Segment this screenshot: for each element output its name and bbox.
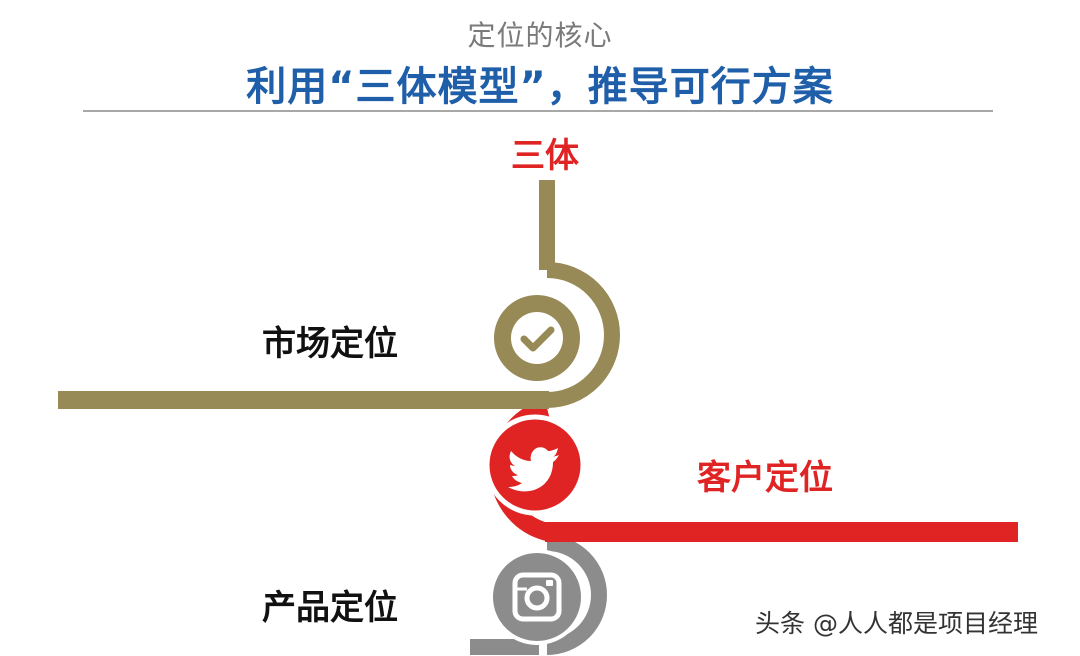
market-track: [58, 180, 620, 409]
source-watermark: 头条 @人人都是项目经理: [755, 609, 1038, 638]
customer-node: [484, 414, 586, 516]
instagram-camera-icon: [512, 572, 562, 622]
product-track: [470, 535, 607, 655]
three-body-label: 三体: [511, 136, 579, 176]
product-node: [489, 549, 585, 645]
title-divider: [83, 110, 993, 112]
product-positioning-label: 产品定位: [262, 588, 398, 628]
twitter-bird-icon: [508, 447, 559, 492]
slide-title: 利用“三体模型”，推导可行方案: [246, 64, 834, 110]
market-node: [490, 291, 584, 385]
check-icon: [511, 312, 563, 364]
customer-positioning-label: 客户定位: [697, 458, 833, 498]
market-positioning-label: 市场定位: [262, 324, 398, 364]
slide-subtitle: 定位的核心: [467, 19, 613, 52]
